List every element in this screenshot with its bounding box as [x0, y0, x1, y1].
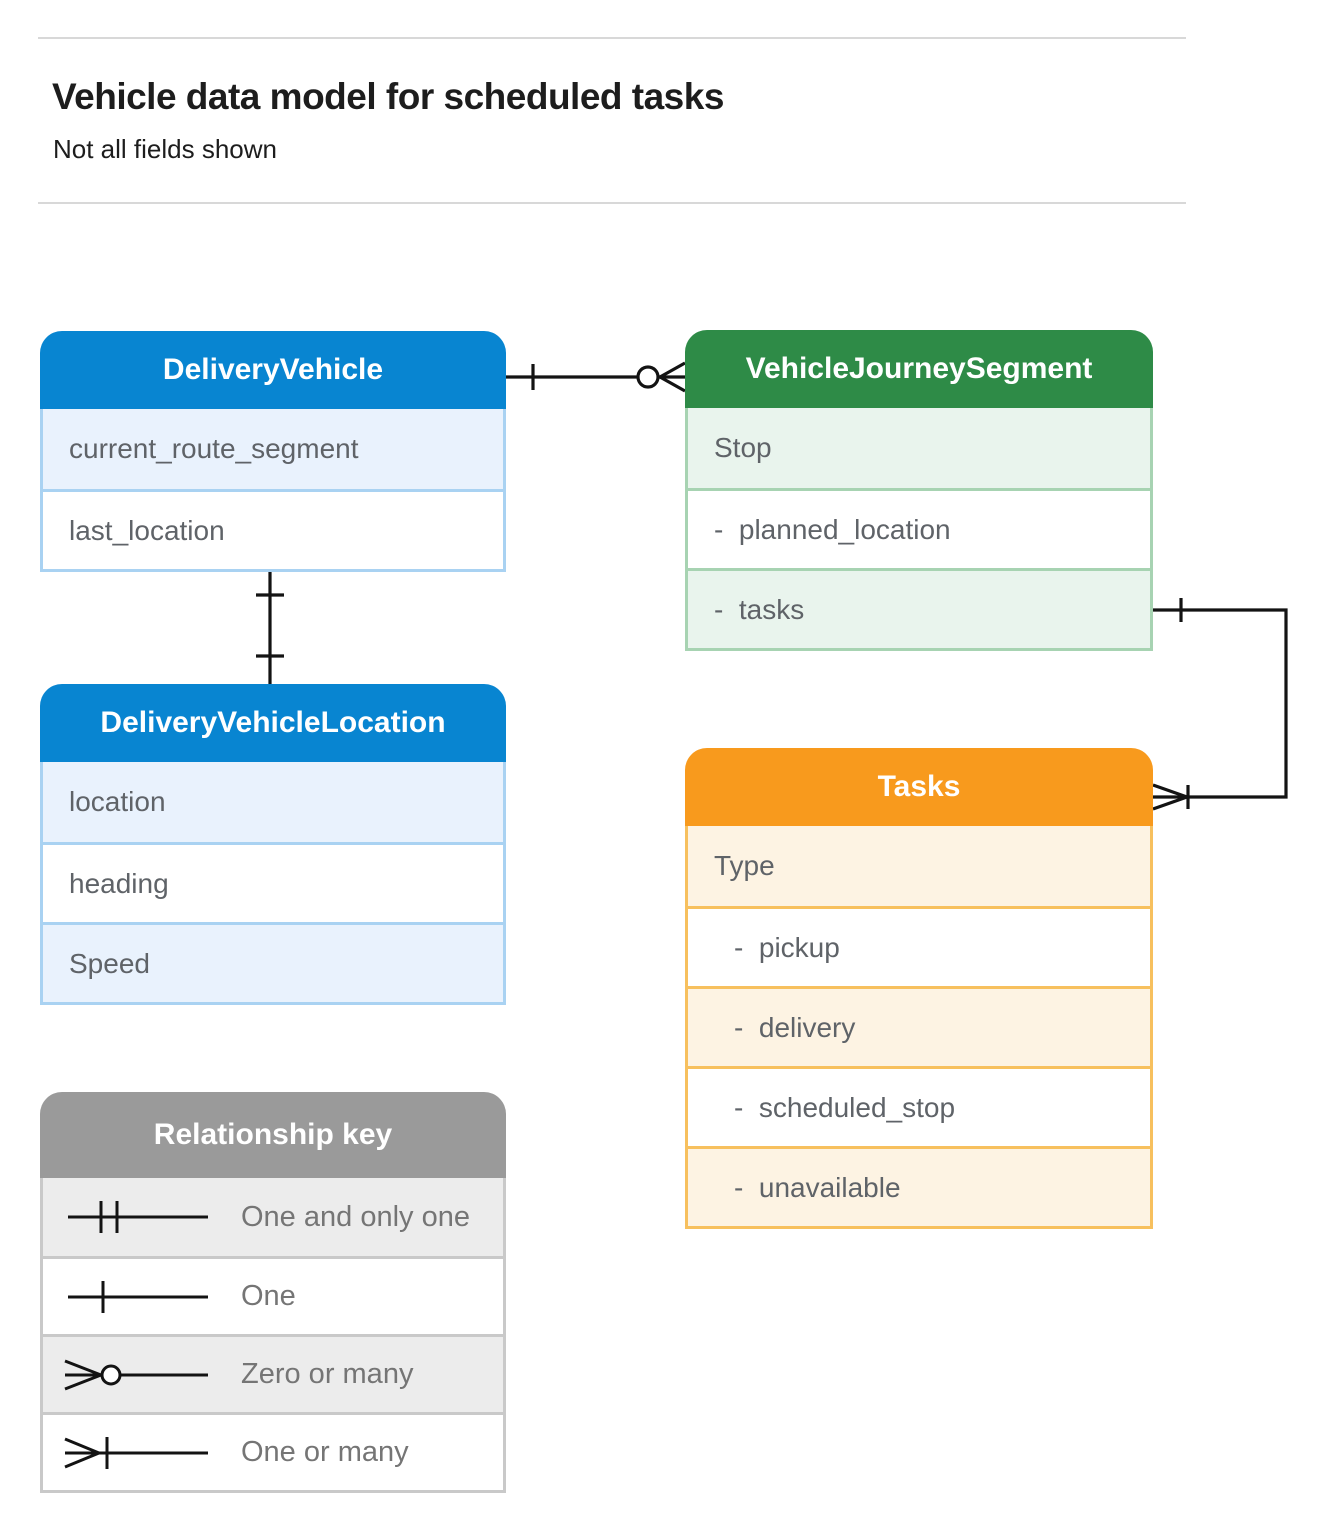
- key-item-label: Zero or many: [241, 1358, 414, 1390]
- entity-fields: Type - pickup - delivery - scheduled_sto…: [685, 826, 1153, 1229]
- zero-marker: [636, 365, 660, 389]
- entity-header-vehicle-journey-segment: VehicleJourneySegment: [685, 330, 1153, 408]
- connector-deliveryvehicle-to-vehiclejourneysegment: [500, 361, 690, 393]
- title-divider: [38, 202, 1186, 204]
- field-heading: heading: [43, 842, 503, 922]
- relationship-key-rows: One and only one One Zero or many: [40, 1178, 506, 1493]
- entity-fields: current_route_segment last_location: [40, 409, 506, 572]
- field-planned-location: - planned_location: [688, 488, 1150, 568]
- field-delivery: - delivery: [688, 986, 1150, 1066]
- entity-tasks: Tasks Type - pickup - delivery - schedul…: [685, 748, 1153, 1229]
- many-crowfoot: [659, 361, 686, 393]
- key-item-one: One: [43, 1256, 503, 1334]
- entity-header-tasks: Tasks: [685, 748, 1153, 826]
- field-tasks: - tasks: [688, 568, 1150, 648]
- field-stop: Stop: [688, 408, 1150, 488]
- key-item-zero-or-many: Zero or many: [43, 1334, 503, 1412]
- key-item-label: One and only one: [241, 1200, 470, 1233]
- key-item-label: One or many: [241, 1436, 409, 1468]
- field-location: location: [43, 762, 503, 842]
- key-item-one-or-many: One or many: [43, 1412, 503, 1490]
- relationship-key: Relationship key One and only one One: [40, 1092, 506, 1493]
- field-unavailable: - unavailable: [688, 1146, 1150, 1226]
- entity-header-delivery-vehicle-location: DeliveryVehicleLocation: [40, 684, 506, 762]
- one-or-many-icon: [64, 1436, 208, 1469]
- key-item-label: One: [241, 1280, 296, 1312]
- connector-vehiclejourneysegment-tasks-to-tasks: [1148, 598, 1288, 811]
- entity-fields: location heading Speed: [40, 762, 506, 1005]
- one-icon: [68, 1280, 208, 1313]
- entity-delivery-vehicle: DeliveryVehicle current_route_segment la…: [40, 331, 506, 572]
- field-last-location: last_location: [43, 489, 503, 569]
- zero-or-many-icon: [64, 1359, 208, 1390]
- page-subtitle: Not all fields shown: [53, 134, 277, 164]
- entity-fields: Stop - planned_location - tasks: [685, 408, 1153, 651]
- page-title: Vehicle data model for scheduled tasks: [52, 76, 724, 117]
- many-crowfoot: [1152, 783, 1188, 811]
- entity-vehicle-journey-segment: VehicleJourneySegment Stop - planned_loc…: [685, 330, 1153, 651]
- relationship-key-header: Relationship key: [40, 1092, 506, 1178]
- field-type: Type: [688, 826, 1150, 906]
- field-speed: Speed: [43, 922, 503, 1002]
- connector-deliveryvehicle-to-deliveryvehiclelocation: [256, 560, 284, 692]
- field-scheduled-stop: - scheduled_stop: [688, 1066, 1150, 1146]
- one-and-only-one-icon: [68, 1201, 208, 1233]
- field-current-route-segment: current_route_segment: [43, 409, 503, 489]
- field-pickup: - pickup: [688, 906, 1150, 986]
- top-divider: [38, 37, 1186, 39]
- key-item-one-and-only-one: One and only one: [43, 1178, 503, 1256]
- entity-header-delivery-vehicle: DeliveryVehicle: [40, 331, 506, 409]
- entity-delivery-vehicle-location: DeliveryVehicleLocation location heading…: [40, 684, 506, 1005]
